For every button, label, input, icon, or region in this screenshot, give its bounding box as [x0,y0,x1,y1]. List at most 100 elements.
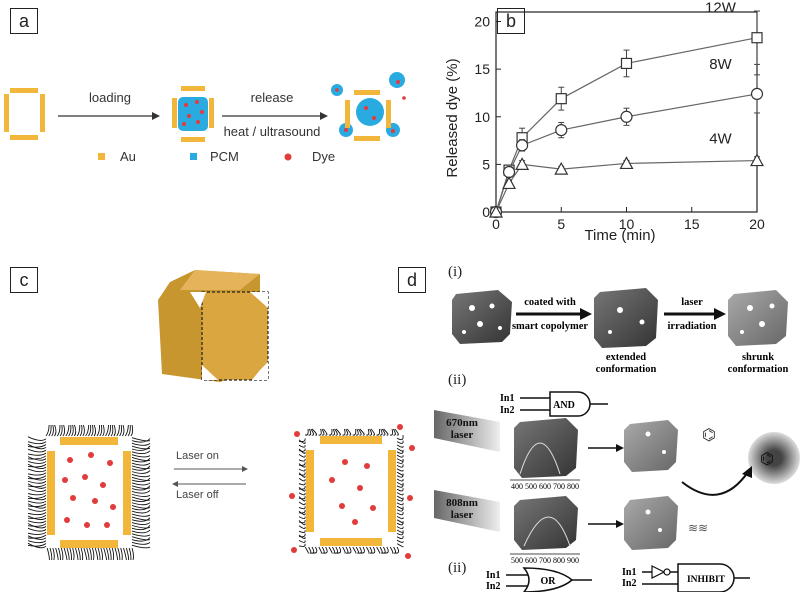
polymer-strand [114,547,119,560]
x-tick-label: 5 [557,216,565,232]
polymer-strand [355,546,359,554]
polymer-strand [298,534,306,540]
polymer-strand [396,505,404,510]
data-point-8W [502,165,516,179]
polymer-strand [131,454,151,458]
polymer-strand [352,428,357,436]
polymer-strand [27,476,47,481]
polymer-strand [76,425,81,437]
coated-label: coated with [524,297,576,308]
laser-switch-arrows [172,466,248,487]
polymer-strand [396,464,404,468]
polymer-strand [27,527,47,532]
polymer-strand [131,437,151,442]
polymer-strand [396,539,404,543]
or-gate: OR [506,567,592,592]
polymer-strand [323,428,328,436]
polymer-strand [27,480,47,484]
polymer-strand [396,521,404,526]
polymer-strand [298,496,306,500]
row-ii-tag: (ii) [448,372,466,388]
polymer-strand [131,529,151,534]
polymer-strand [117,547,121,560]
polymer-strand [382,546,386,554]
data-point-12W [555,93,567,105]
spectrum-670-ticks: 400 500 600 700 800 [511,482,579,491]
or-in1-label: In1 [486,570,500,581]
polymer-strand [310,546,315,554]
data-point-8W [515,139,529,152]
polymer-strand [396,448,404,453]
polymer-strand [396,471,404,476]
polymer-strand [96,425,101,437]
polymer-strand [131,470,151,474]
polymer-strand [131,490,151,494]
polymer-strand [27,483,47,489]
polymer-strand [328,546,333,554]
legend-au-swatch [98,153,105,160]
polymer-strand [131,457,151,462]
polymer-strand [381,428,386,436]
polymer-strand [27,503,47,509]
polymer-strand [379,428,383,436]
polymer-strand [27,463,47,470]
polymer-strand [71,425,74,437]
polymer-strand [298,509,306,514]
polymer-strand [131,438,151,443]
polymer-strand [298,439,306,444]
polymer-strand [298,472,306,478]
polymer-strand [27,463,47,468]
laser-on-label: Laser on [176,450,219,462]
polymer-strand [113,425,116,437]
polymer-strand [63,547,68,560]
polymer-strand [27,534,47,539]
y-tick-label: 10 [474,109,490,125]
polymer-strand [396,440,404,444]
row-i-tag: (i) [448,264,462,280]
polymer-strand [27,468,47,473]
legend-pcm-swatch [190,153,197,160]
polymer-strand [27,523,47,529]
polymer-strand [298,496,306,502]
release-condition-label: heat / ultrasound [224,124,321,139]
polymer-strand [318,546,322,554]
polymer-strand [119,425,122,437]
or-gate-label: OR [541,576,557,587]
polymer-strand [27,444,47,448]
extended-label-1: extended [606,352,646,363]
polymer-strand [369,546,373,554]
polymer-strand [131,533,151,537]
series-label-8W: 8W [709,56,732,73]
polymer-strand [45,425,50,437]
polymer-strand [27,503,47,507]
polymer-strand [396,516,404,520]
polymer-strand [131,458,151,463]
polymer-strand [393,546,397,554]
polymer-strand [106,547,110,560]
polymer-strand [298,492,306,496]
empty-au-cage [4,88,45,140]
cage-808 [514,496,578,550]
data-point-4W [619,156,634,170]
polymer-strand [131,476,151,481]
polymer-strand [396,482,404,488]
polymer-strand [89,547,92,560]
polymer-strand [73,425,77,437]
coated-cage [594,288,658,348]
polymer-strand [27,495,47,501]
polymer-strand [49,547,53,560]
polymer-strand [369,428,373,436]
polymer-strand [321,428,325,436]
and-gate-label: AND [553,400,575,411]
inhibit-gate-label: INHIBIT [687,575,726,585]
polymer-strand [396,478,404,482]
polymer-strand [131,496,151,501]
polymer-strand [396,444,404,448]
laser-label: laser [681,297,703,308]
polymer-strand [27,441,47,445]
series-label-12W: 12W [705,0,737,17]
data-point-12W [620,57,633,70]
polymer-strand [107,425,111,437]
polymer-strand [328,428,333,436]
polymer-strand [396,482,404,486]
